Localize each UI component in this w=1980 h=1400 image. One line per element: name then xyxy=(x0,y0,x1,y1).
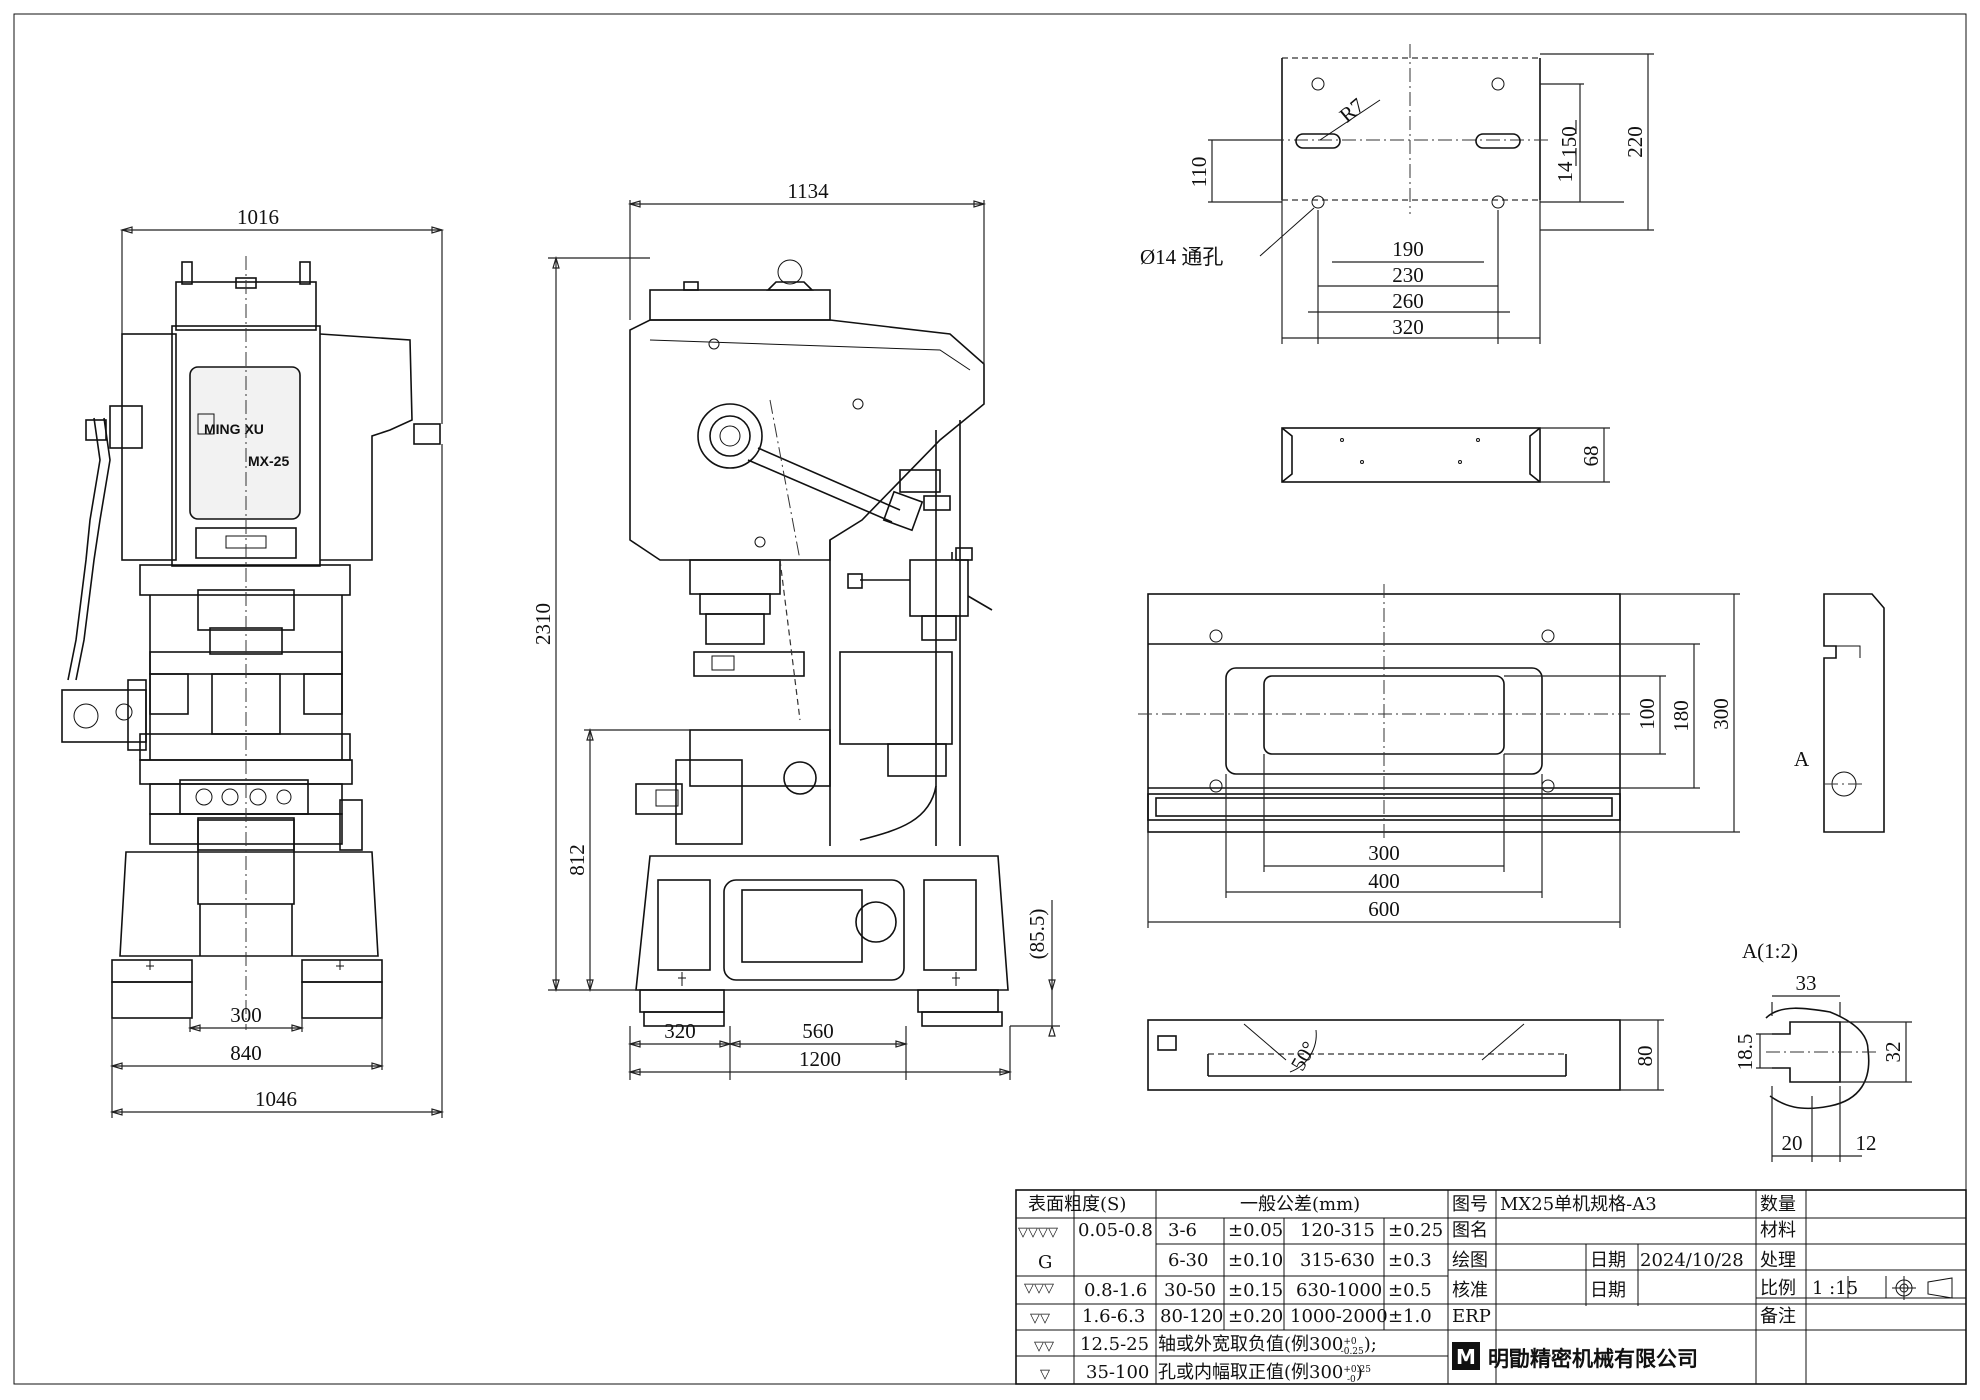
nameplate-brand: MING XU xyxy=(204,421,264,437)
dim-side-320: 320 xyxy=(664,1019,696,1043)
section-marker-a: A xyxy=(1794,747,1810,771)
date-label: 日期 xyxy=(1590,1250,1626,1271)
hole-callout: Ø14 通孔 xyxy=(1140,245,1223,269)
row-3-a: 30-50 xyxy=(1164,1280,1216,1301)
dim-side-560: 560 xyxy=(802,1019,834,1043)
row-2-b: 315-630 xyxy=(1300,1250,1375,1271)
bolster-plan-view: 100 180 300 300 400 600 xyxy=(1138,584,1740,928)
dim-slide-230: 230 xyxy=(1392,263,1424,287)
date-label-2: 日期 xyxy=(1590,1280,1626,1301)
row-4-a: 80-120 xyxy=(1160,1306,1223,1327)
dim-slide-190: 190 xyxy=(1392,237,1424,261)
qty-label: 数量 xyxy=(1760,1194,1796,1215)
nameplate-model: MX-25 xyxy=(248,453,289,469)
dim-side-2310: 2310 xyxy=(531,603,555,645)
dim-side-1134: 1134 xyxy=(787,179,829,203)
tolerance-header: 一般公差(mm) xyxy=(1240,1194,1360,1215)
row-1-range: 0.05-0.8 xyxy=(1078,1220,1153,1241)
detail-a-title: A(1:2) xyxy=(1742,939,1798,963)
row-6-symbol: ▽ xyxy=(1040,1367,1050,1382)
row-4-ta: ±0.20 xyxy=(1228,1306,1283,1327)
material-label: 材料 xyxy=(1760,1220,1796,1241)
row-3-ta: ±0.15 xyxy=(1228,1280,1283,1301)
row-3-tb: ±0.5 xyxy=(1388,1280,1432,1301)
row-2-a: 6-30 xyxy=(1168,1250,1208,1271)
dim-front-840: 840 xyxy=(230,1041,262,1065)
dim-slide-14: 14 xyxy=(1553,161,1577,183)
dim-slide-320: 320 xyxy=(1392,315,1424,339)
row-2-ta: ±0.10 xyxy=(1228,1250,1283,1271)
row-2-tb: ±0.3 xyxy=(1388,1250,1432,1271)
dim-detail-32: 32 xyxy=(1881,1042,1905,1063)
dim-slide-260: 260 xyxy=(1392,289,1424,313)
dim-detail-12: 12 xyxy=(1856,1131,1877,1155)
dim-bolster-300-h: 300 xyxy=(1368,841,1400,865)
dim-slide-68: 68 xyxy=(1579,446,1603,467)
dim-front-1016: 1016 xyxy=(237,205,279,229)
row-4-symbol: ▽▽ xyxy=(1030,1311,1050,1326)
row-3-range: 0.8-1.6 xyxy=(1084,1280,1147,1301)
roughness-header: 表面粗度(S) xyxy=(1028,1194,1126,1215)
drawing-no-label: 图号 xyxy=(1452,1194,1488,1215)
dim-slide-110: 110 xyxy=(1187,157,1211,188)
dim-bolster-180: 180 xyxy=(1669,700,1693,732)
drawing-no: MX25单机规格-A3 xyxy=(1500,1194,1657,1215)
bolster-end-view: A xyxy=(1794,593,1885,833)
scale-label: 比例 xyxy=(1760,1278,1796,1299)
dim-side-812: 812 xyxy=(565,844,589,876)
detail-a-view: A(1:2) 33 18.5 32 20 12 xyxy=(1733,939,1912,1162)
row-4-b: 1000-2000 xyxy=(1290,1306,1388,1327)
remarks-label: 备注 xyxy=(1760,1306,1796,1327)
dim-slide-150: 150 xyxy=(1557,126,1581,158)
dim-front-1046: 1046 xyxy=(255,1087,297,1111)
row-1-a: 3-6 xyxy=(1168,1220,1197,1241)
row-1-tb: ±0.25 xyxy=(1388,1220,1443,1241)
dim-bolster-300-v: 300 xyxy=(1709,698,1733,730)
company-logo-letter: M xyxy=(1456,1345,1476,1369)
sheet-border xyxy=(13,13,1967,1385)
row-3-b: 630-1000 xyxy=(1296,1280,1382,1301)
dim-side-1200: 1200 xyxy=(799,1047,841,1071)
row-5-symbol: ▽▽ xyxy=(1034,1339,1054,1354)
name-label: 图名 xyxy=(1452,1220,1488,1241)
dim-front-300: 300 xyxy=(230,1003,262,1027)
dim-detail-20: 20 xyxy=(1782,1131,1803,1155)
row-4-tb: ±1.0 xyxy=(1388,1306,1432,1327)
dim-bolster-600: 600 xyxy=(1368,897,1400,921)
dim-detail-18-5: 18.5 xyxy=(1733,1034,1757,1071)
g-symbol: G xyxy=(1038,1252,1052,1273)
side-view: 1134 2310 812 (85.5) 320 560 1200 xyxy=(531,179,1060,1080)
front-view: MING XU MX-25 xyxy=(61,205,445,1118)
row-1-b: 120-315 xyxy=(1300,1220,1375,1241)
dim-bolster-80: 80 xyxy=(1633,1046,1657,1067)
row-4-range: 1.6-6.3 xyxy=(1082,1306,1145,1327)
title-block: 表面粗度(S) 一般公差(mm) 图号 MX25单机规格-A3 数量 ▽▽▽▽ … xyxy=(1015,1189,1967,1385)
drawn-label: 绘图 xyxy=(1452,1250,1488,1271)
date-value: 2024/10/28 xyxy=(1640,1250,1744,1271)
company-name: 明勖精密机械有限公司 xyxy=(1488,1347,1698,1371)
dim-detail-33: 33 xyxy=(1796,971,1817,995)
dim-bolster-400: 400 xyxy=(1368,869,1400,893)
slide-plan-view: R7 110 150 220 14 Ø14 通孔 190 230 260 320 xyxy=(1140,44,1654,344)
scale-value: 1 :15 xyxy=(1812,1278,1858,1299)
dim-side-85-5: (85.5) xyxy=(1025,909,1049,960)
row-1-symbol: ▽▽▽▽ xyxy=(1018,1225,1058,1240)
row-1-ta: ±0.05 xyxy=(1228,1220,1283,1241)
slide-side-view: 68 xyxy=(1281,427,1610,483)
row-3-symbol: ▽▽▽ xyxy=(1024,1281,1054,1296)
erp-label: ERP xyxy=(1452,1306,1491,1327)
treatment-label: 处理 xyxy=(1760,1250,1796,1271)
row-6-range: 35-100 xyxy=(1086,1362,1149,1383)
row-5-note: 轴或外宽取负值(例300+0-0.25); xyxy=(1158,1334,1377,1357)
dim-slide-220: 220 xyxy=(1623,126,1647,158)
row-5-range: 12.5-25 xyxy=(1080,1334,1149,1355)
company-logo-icon xyxy=(1452,1342,1480,1370)
bolster-side-view: 50° 80 xyxy=(1147,1019,1664,1091)
row-6-note: 孔或内幅取正值(例300+0.25-0) xyxy=(1158,1362,1371,1385)
projection-symbol-icon xyxy=(1892,1276,1953,1300)
check-label: 核准 xyxy=(1452,1280,1488,1301)
dim-bolster-100: 100 xyxy=(1635,698,1659,730)
